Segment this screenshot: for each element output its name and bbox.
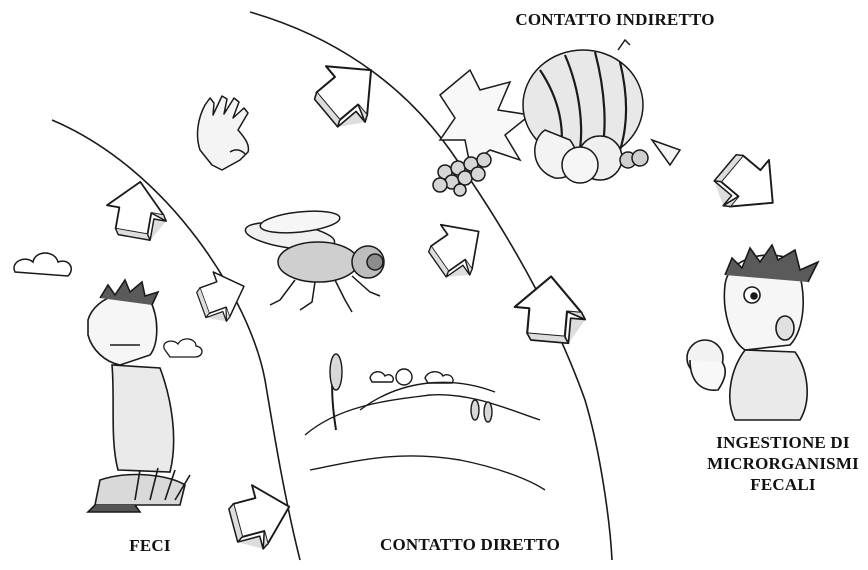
label-ingestione-line2: MICRORGANISMI xyxy=(698,453,868,474)
label-feci: FECI xyxy=(95,535,205,556)
label-contatto-indiretto: CONTATTO INDIRETTO xyxy=(505,9,725,30)
crouching-person-icon xyxy=(88,280,190,512)
label-ingestione: INGESTIONE DI MICRORGANISMI FECALI xyxy=(698,432,868,495)
arrow-icon xyxy=(706,142,793,229)
arrow-icon xyxy=(420,209,496,287)
arrow-icon xyxy=(512,274,589,345)
label-contatto-diretto: CONTATTO DIRETTO xyxy=(340,534,600,555)
arrow-icon xyxy=(224,477,298,555)
fruit-basket-icon xyxy=(433,40,680,196)
landscape-icon xyxy=(305,354,545,490)
arrow-icon xyxy=(102,177,172,243)
label-ingestione-line3: FECALI xyxy=(698,474,868,495)
label-ingestione-line1: INGESTIONE DI xyxy=(698,432,868,453)
puff-icon xyxy=(164,339,202,357)
cloud-icon xyxy=(14,253,71,276)
hand-icon xyxy=(198,96,249,170)
fly-icon xyxy=(244,208,384,312)
arrow-icon xyxy=(303,46,394,138)
eating-person-icon xyxy=(687,245,818,420)
